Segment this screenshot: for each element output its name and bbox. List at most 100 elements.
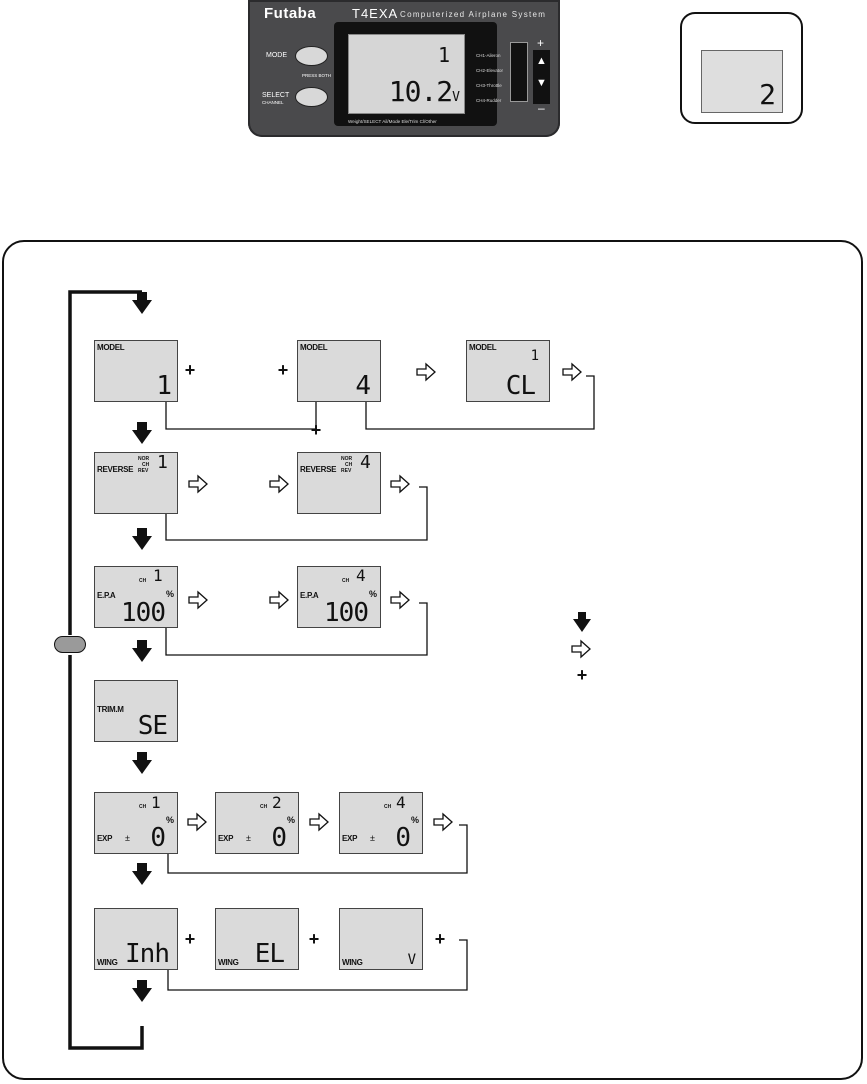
- lcd-channel: 1: [151, 793, 161, 812]
- right-arrow-icon: [309, 812, 329, 832]
- channel-label: CH3-Throttle: [476, 83, 502, 88]
- lcd-pm: ±: [246, 833, 251, 843]
- legend-down-arrow-icon: [573, 612, 591, 632]
- lcd-reverse-2: REVERSE NOR CH REV 4: [297, 452, 381, 514]
- mode-button[interactable]: [295, 46, 328, 66]
- transmitter-tagline: Computerized Airplane System: [400, 10, 547, 19]
- lcd-label: EXP: [218, 834, 234, 843]
- lcd-unit: %: [286, 815, 295, 825]
- return-lines: [165, 375, 595, 991]
- down-arrow-icon: [132, 980, 152, 1002]
- updown-keys[interactable]: ▲ ▼: [533, 50, 550, 104]
- lcd-epa-2: E.P.A CH 4 % 100: [297, 566, 381, 628]
- lcd-bottom-labels: Weight/SELECT Ail/Mode Ele/Trim Cl/Other: [348, 119, 437, 124]
- lcd-wing-2: WING EL: [215, 908, 299, 970]
- right-arrow-icon: [416, 362, 436, 382]
- lcd-label: EXP: [342, 834, 358, 843]
- flow-frame: [2, 240, 863, 1080]
- plus-icon: +: [434, 929, 446, 949]
- right-arrow-icon: [390, 590, 410, 610]
- plus-icon: +: [310, 420, 322, 440]
- lcd-label: WING: [218, 958, 239, 967]
- lcd-label: MODEL: [469, 343, 497, 352]
- down-arrow-icons: [132, 292, 152, 1002]
- lcd-ch: CH: [139, 578, 147, 584]
- lcd-value: 0: [150, 823, 166, 853]
- lcd-ch: CH: [260, 804, 268, 810]
- lcd-model-2: MODEL 4: [297, 340, 381, 402]
- lcd-label: REVERSE: [300, 465, 337, 474]
- down-arrow-icon: [132, 422, 152, 444]
- legend-right-arrow-icon: [571, 639, 591, 659]
- plus-icon: +: [277, 360, 289, 380]
- inset-lcd: 2: [701, 50, 783, 113]
- right-arrow-icons: [187, 362, 591, 832]
- lcd-value: V: [407, 952, 416, 968]
- right-arrow-icon: [188, 590, 208, 610]
- plus-icon: +: [184, 929, 196, 949]
- down-arrow-icon: [132, 863, 152, 885]
- lcd-nor: NOR: [341, 456, 353, 462]
- lcd-label: REVERSE: [97, 465, 134, 474]
- right-arrow-icon: [562, 362, 582, 382]
- right-arrow-icon: [269, 590, 289, 610]
- lcd-label: WING: [97, 958, 118, 967]
- up-key-icon[interactable]: ▲: [536, 55, 547, 67]
- lcd-ch: CH: [342, 578, 350, 584]
- lcd-value: 100: [121, 598, 166, 628]
- loop-key-icon: [54, 636, 86, 653]
- lcd-unit: %: [368, 589, 377, 599]
- down-key-icon[interactable]: ▼: [536, 77, 547, 89]
- down-arrow-icon: [132, 292, 152, 314]
- lcd-unit: %: [410, 815, 419, 825]
- voltage-value: 10.2: [388, 75, 453, 108]
- inset-value: 2: [759, 78, 776, 111]
- lcd-exp-2: EXP ± CH 2 % 0: [215, 792, 299, 854]
- lcd-channel: 4: [356, 566, 366, 585]
- lcd-rev: REV: [341, 468, 352, 474]
- select-label-main: SELECT: [262, 92, 290, 99]
- mode-button-label: MODE: [266, 52, 287, 59]
- lcd-wing-1: WING Inh: [94, 908, 178, 970]
- channel-label: CH4-Rudder: [476, 98, 502, 103]
- lcd-label: E.P.A: [300, 591, 319, 600]
- lcd-ch: CH: [139, 804, 147, 810]
- down-arrow-icon: [132, 752, 152, 774]
- lcd-ch: CH: [384, 804, 392, 810]
- lcd-value: SE: [137, 711, 168, 741]
- loop-line: [68, 290, 144, 1050]
- legend-plus-icon: +: [576, 665, 588, 685]
- lcd-model-1: MODEL 1: [94, 340, 178, 402]
- lcd-model-3: MODEL 1 CL: [466, 340, 550, 402]
- channel-labels: CH1-Aileron CH2-Elevator CH3-Throttle CH…: [476, 48, 503, 108]
- lcd-pm: ±: [370, 833, 375, 843]
- lcd-reverse-1: REVERSE NOR CH REV 1: [94, 452, 178, 514]
- down-arrow-icon: [132, 528, 152, 550]
- brand-logo: Futaba: [264, 5, 317, 22]
- lcd-value: 0: [395, 823, 411, 853]
- lcd-ch: CH: [142, 462, 150, 468]
- lcd-value: 0: [271, 823, 287, 853]
- right-arrow-icon: [390, 474, 410, 494]
- lcd-exp-3: EXP ± CH 4 % 0: [339, 792, 423, 854]
- lcd-label: WING: [342, 958, 363, 967]
- lcd-exp-1: EXP ± CH 1 % 0: [94, 792, 178, 854]
- lcd-trim: TRIM.M SE: [94, 680, 178, 742]
- transmitter-lcd: 1 10.2V: [348, 34, 465, 114]
- select-button[interactable]: [295, 87, 328, 107]
- plus-key-label: +: [537, 36, 545, 50]
- channel-indicator: [510, 42, 528, 102]
- transmitter-panel: Futaba T4EXA Computerized Airplane Syste…: [248, 0, 560, 137]
- lcd-channel: 1: [157, 452, 168, 473]
- press-both-label: PRESS BOTH: [302, 73, 332, 78]
- lcd-value: 4: [355, 371, 371, 401]
- right-arrow-icon: [187, 812, 207, 832]
- lcd-number: 1: [530, 348, 539, 364]
- select-button-label: SELECT CHANNEL: [262, 92, 289, 106]
- right-arrow-icon: [433, 812, 453, 832]
- lcd-epa-1: E.P.A CH 1 % 100: [94, 566, 178, 628]
- voltage-unit: V: [452, 90, 460, 105]
- lcd-value: EL: [254, 939, 285, 969]
- lcd-pm: ±: [125, 833, 130, 843]
- inset-frame: [680, 12, 803, 124]
